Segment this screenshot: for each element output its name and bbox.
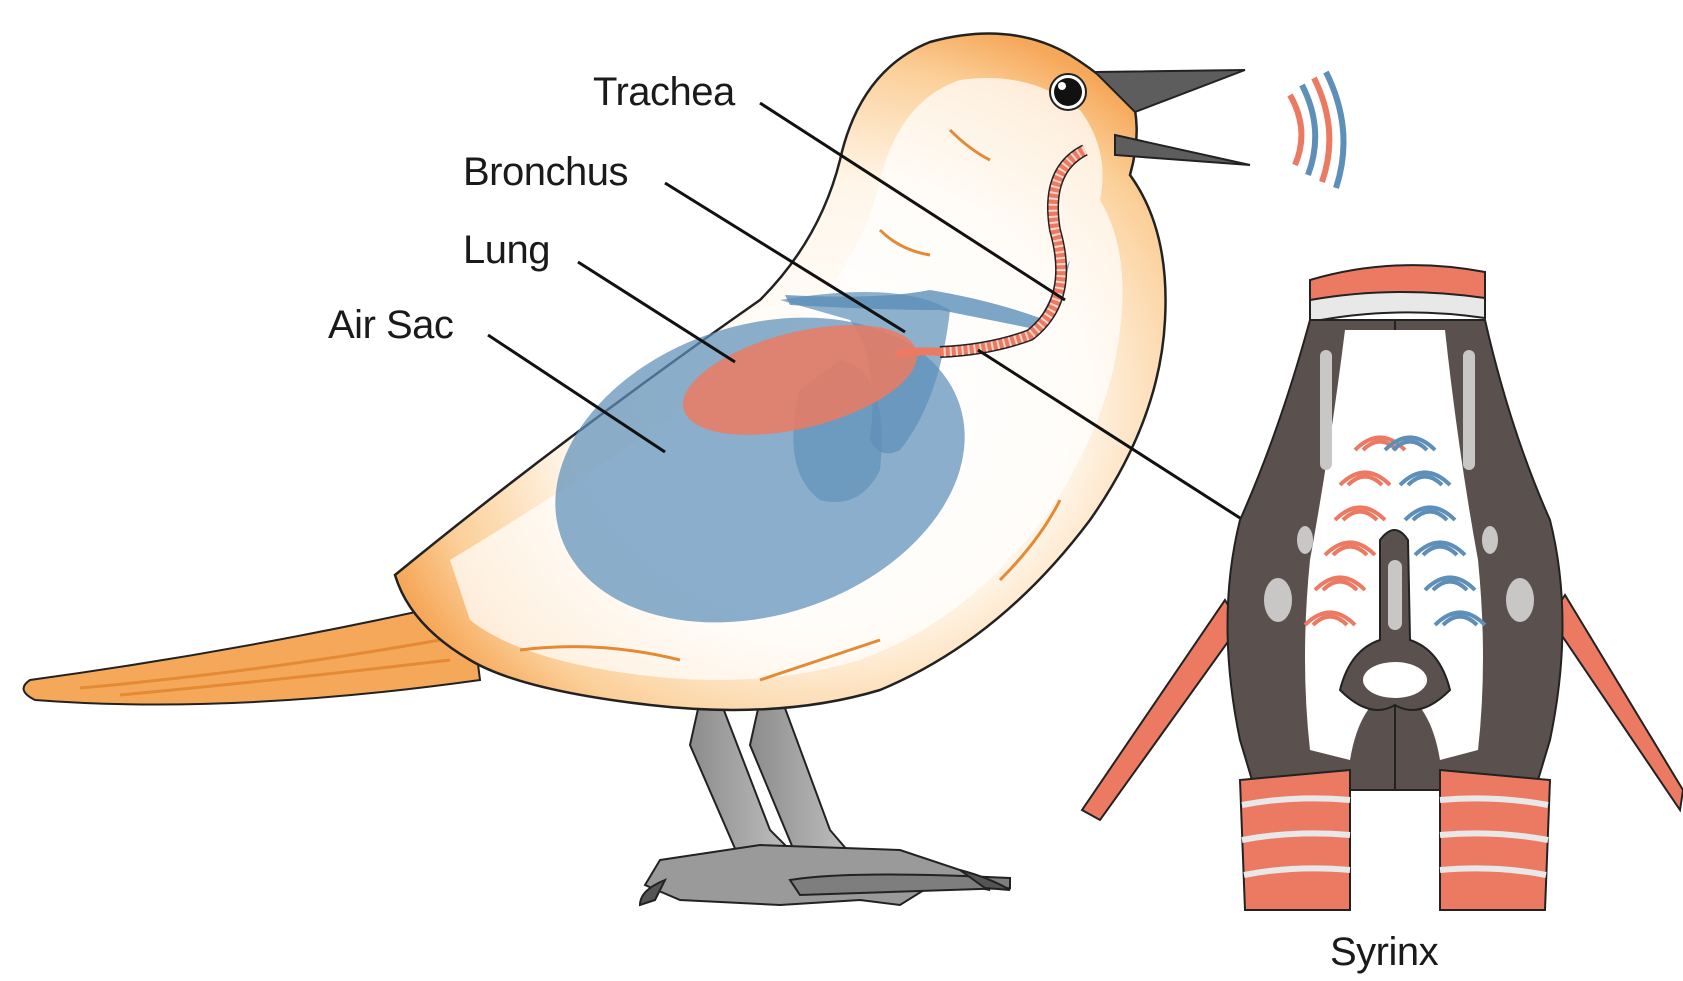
lung-leader-line bbox=[578, 262, 735, 362]
trachea-label: Trachea bbox=[593, 70, 735, 115]
syrinx-label: Syrinx bbox=[1330, 930, 1438, 975]
sound-waves bbox=[1290, 72, 1344, 188]
bird-eye bbox=[1050, 74, 1086, 110]
air-sac-label: Air Sac bbox=[328, 303, 453, 348]
bronchus-label: Bronchus bbox=[463, 150, 628, 195]
bird-legs bbox=[640, 700, 1010, 905]
bird-tail bbox=[24, 600, 480, 705]
syrinx-inset bbox=[1082, 265, 1683, 910]
lung-label: Lung bbox=[463, 228, 550, 273]
